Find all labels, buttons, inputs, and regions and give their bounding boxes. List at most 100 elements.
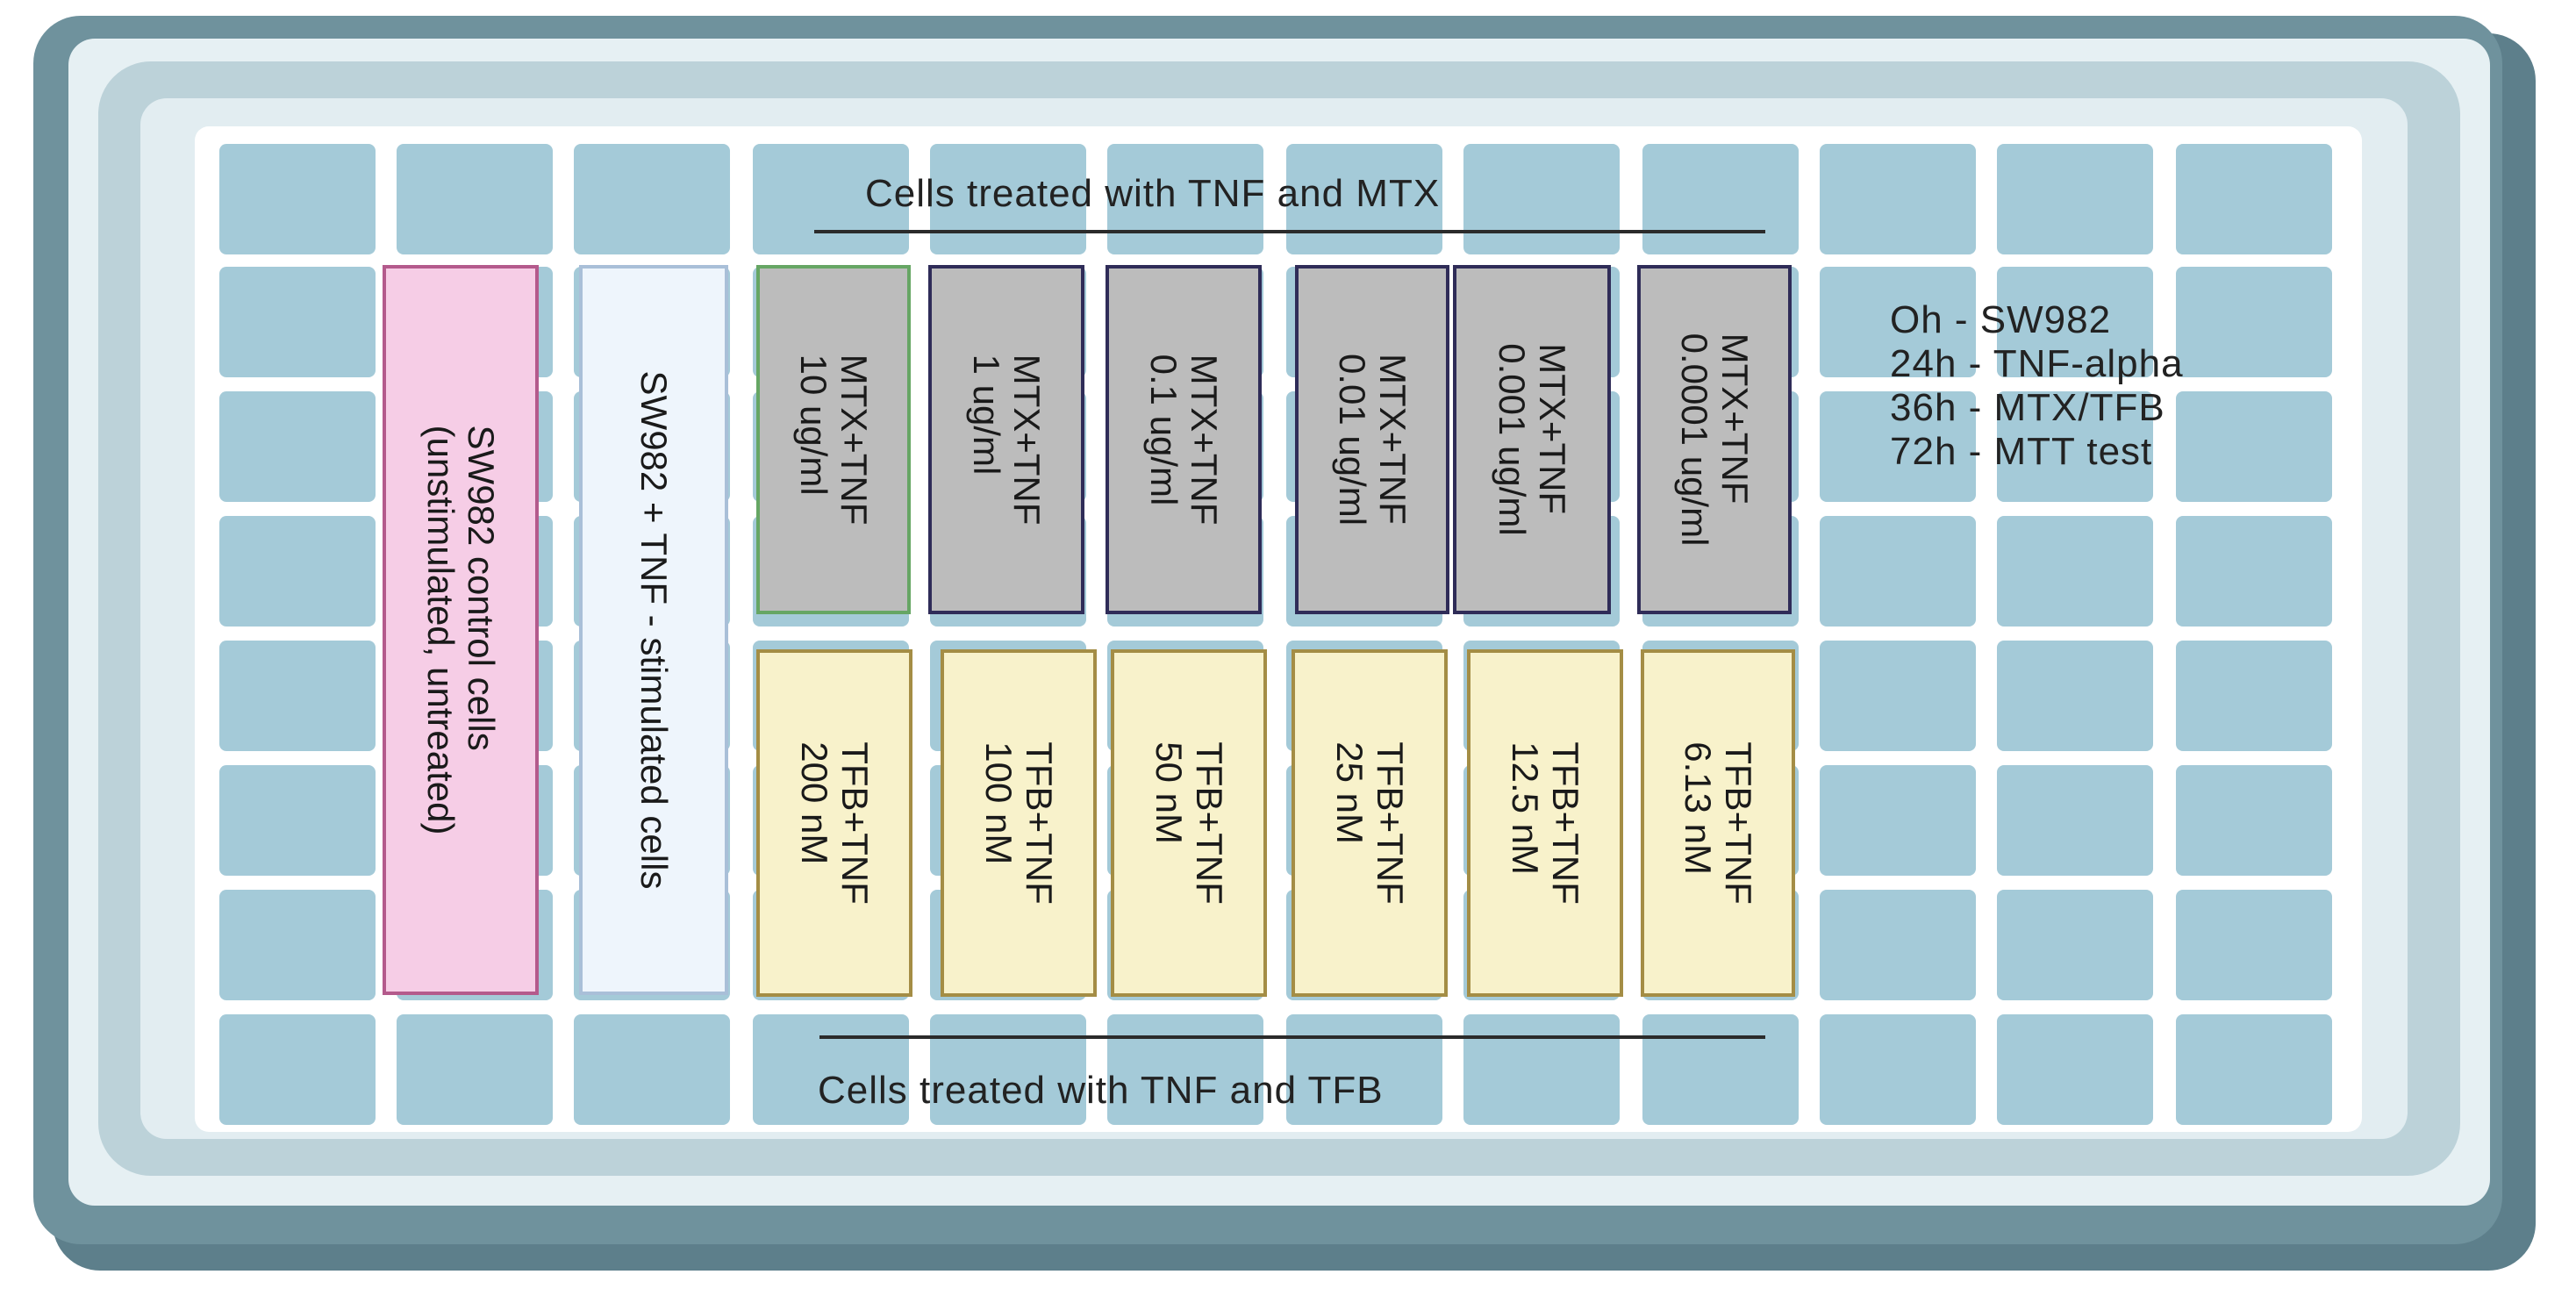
tnf-stimulated-strip: SW982 + TNF - stimulated cells (579, 265, 728, 995)
well (930, 144, 1086, 254)
well (2176, 765, 2332, 876)
tnf-stimulated-label: SW982 + TNF - stimulated cells (633, 370, 675, 890)
well (2176, 516, 2332, 627)
mtx-strip-6-line-2: 0.0001 ug/ml (1674, 333, 1715, 547)
well (2176, 1014, 2332, 1125)
tfb-strip-2: TFB+TNF 100 nM (941, 649, 1097, 997)
well (1820, 516, 1976, 627)
well (753, 144, 909, 254)
well (219, 1014, 376, 1125)
tfb-strip-6: TFB+TNF 6.13 nM (1641, 649, 1795, 997)
mtx-strip-4-line-2: 0.01 ug/ml (1332, 353, 1373, 526)
control-cells-label: SW982 control cells (unstimulated, untre… (420, 425, 502, 835)
tfb-strip-2-line-1: TFB+TNF (1019, 741, 1060, 905)
well (1997, 391, 2153, 502)
mtx-group-title: Cells treated with TNF and MTX (865, 172, 1441, 215)
well (1997, 516, 2153, 627)
well (1997, 765, 2153, 876)
tfb-strip-6-line-2: 6.13 nM (1678, 741, 1719, 876)
tnf-label-line: SW982 + TNF - stimulated cells (633, 370, 675, 890)
well (1820, 641, 1976, 751)
tfb-strip-5-line-1: TFB+TNF (1545, 741, 1586, 905)
mtx-strip-2: MTX+TNF 1 ug/ml (928, 265, 1084, 614)
tfb-strip-5-line-2: 12.5 nM (1505, 741, 1546, 876)
tfb-strip-5-label: TFB+TNF 12.5 nM (1505, 741, 1586, 905)
mtx-strip-2-label: MTX+TNF 1 ug/ml (966, 354, 1048, 526)
mtx-strip-5-line-2: 0.001 ug/ml (1492, 343, 1533, 536)
well (2176, 391, 2332, 502)
tfb-group-title: Cells treated with TNF and TFB (818, 1069, 1384, 1112)
mtx-strip-5-label: MTX+TNF 0.001 ug/ml (1492, 343, 1573, 536)
tfb-strip-3-line-1: TFB+TNF (1189, 741, 1230, 905)
tfb-strip-3-label: TFB+TNF 50 nM (1148, 741, 1230, 905)
tfb-strip-4-label: TFB+TNF 25 nM (1329, 741, 1411, 905)
well (397, 144, 553, 254)
timeline-step-72h: 72h - MTT test (1890, 430, 2153, 473)
mtx-strip-1-line-2: 10 ug/ml (793, 354, 834, 496)
mtx-strip-6-label: MTX+TNF 0.0001 ug/ml (1674, 333, 1756, 547)
well (1997, 267, 2153, 377)
mtx-strip-4-label: MTX+TNF 0.01 ug/ml (1332, 354, 1413, 526)
well (1642, 1014, 1799, 1125)
tfb-strip-5: TFB+TNF 12.5 nM (1467, 649, 1623, 997)
well (1642, 144, 1799, 254)
mtx-strip-3: MTX+TNF 0.1 ug/ml (1106, 265, 1262, 614)
mtx-group-rule (814, 230, 1765, 233)
tfb-strip-6-line-1: TFB+TNF (1718, 741, 1759, 905)
well (2176, 641, 2332, 751)
well (219, 641, 376, 751)
well (1820, 144, 1976, 254)
mtx-strip-6-line-1: MTX+TNF (1714, 333, 1756, 505)
tfb-strip-2-line-2: 100 nM (978, 741, 1020, 865)
tfb-strip-6-label: TFB+TNF 6.13 nM (1678, 741, 1759, 905)
well (2176, 144, 2332, 254)
tfb-strip-2-label: TFB+TNF 100 nM (978, 741, 1060, 905)
well (574, 144, 730, 254)
well (1820, 765, 1976, 876)
mtx-strip-3-label: MTX+TNF 0.1 ug/ml (1143, 354, 1225, 526)
well (219, 516, 376, 627)
tfb-strip-3-line-2: 50 nM (1148, 741, 1190, 844)
mtx-strip-1-line-1: MTX+TNF (834, 354, 875, 526)
mtx-strip-4: MTX+TNF 0.01 ug/ml (1295, 265, 1449, 614)
mtx-strip-5-line-1: MTX+TNF (1532, 343, 1573, 515)
mtx-strip-1: MTX+TNF 10 ug/ml (756, 265, 911, 614)
well (1820, 1014, 1976, 1125)
timeline-step-24h: 24h - TNF-alpha (1890, 342, 2184, 385)
tfb-strip-1: TFB+TNF 200 nM (756, 649, 912, 997)
mtx-strip-6: MTX+TNF 0.0001 ug/ml (1637, 265, 1792, 614)
tfb-strip-4-line-1: TFB+TNF (1370, 741, 1411, 905)
mtx-strip-3-line-1: MTX+TNF (1184, 354, 1225, 526)
tfb-strip-4-line-2: 25 nM (1329, 741, 1370, 844)
mtx-strip-1-label: MTX+TNF 10 ug/ml (793, 354, 875, 526)
well (1997, 641, 2153, 751)
well (2176, 890, 2332, 1000)
well (1997, 890, 2153, 1000)
well (1286, 1014, 1442, 1125)
timeline: Oh - SW982 24h - TNF-alpha 36h - MTX/TFB… (1890, 298, 2184, 474)
well (1820, 890, 1976, 1000)
tfb-strip-1-line-1: TFB+TNF (834, 741, 876, 905)
well (1820, 267, 1976, 377)
control-label-line-2: (unstimulated, untreated) (420, 425, 462, 835)
well (1463, 144, 1620, 254)
tfb-strip-1-line-2: 200 nM (794, 741, 835, 865)
well (753, 1014, 909, 1125)
control-cells-strip: SW982 control cells (unstimulated, untre… (383, 265, 539, 995)
well (397, 1014, 553, 1125)
well (1463, 1014, 1620, 1125)
well (219, 267, 376, 377)
well (1107, 1014, 1263, 1125)
well (1997, 1014, 2153, 1125)
mtx-strip-2-line-1: MTX+TNF (1006, 354, 1048, 526)
mtx-strip-3-line-2: 0.1 ug/ml (1143, 354, 1184, 506)
timeline-step-0h: Oh - SW982 (1890, 298, 2112, 341)
well (2176, 267, 2332, 377)
well (1997, 144, 2153, 254)
mtx-strip-2-line-2: 1 ug/ml (966, 354, 1007, 476)
well (930, 1014, 1086, 1125)
well (219, 890, 376, 1000)
mtx-strip-5: MTX+TNF 0.001 ug/ml (1453, 265, 1611, 614)
tfb-strip-3: TFB+TNF 50 nM (1111, 649, 1267, 997)
tfb-strip-4: TFB+TNF 25 nM (1292, 649, 1448, 997)
